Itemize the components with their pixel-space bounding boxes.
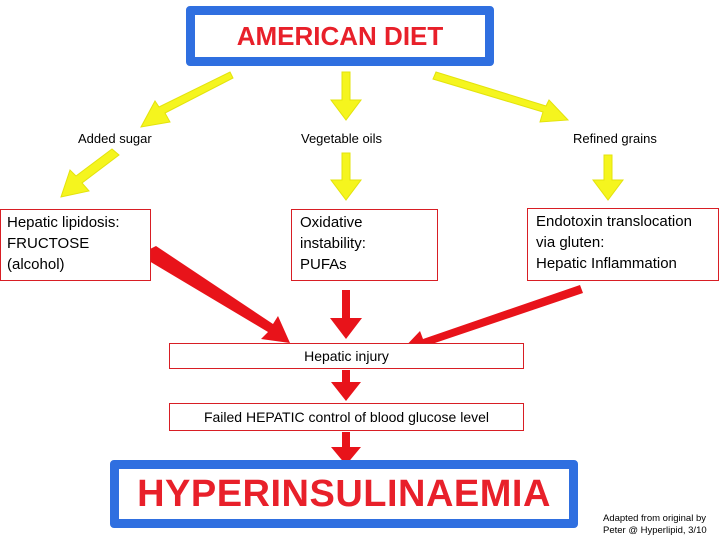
label-added-sugar: Added sugar: [78, 131, 152, 146]
endotoxin-translocation-box: Endotoxin translocation via gluten: Hepa…: [527, 208, 719, 281]
failed-hepatic-control-box: Failed HEPATIC control of blood glucose …: [169, 403, 524, 431]
red-arrow-from-left: [144, 246, 290, 343]
credit-note: Adapted from original by Peter @ Hyperli…: [603, 513, 718, 537]
label-vegetable-oils: Vegetable oils: [301, 131, 382, 146]
yellow-arrow-mid-lower: [330, 152, 362, 201]
red-arrow-from-mid: [330, 290, 362, 339]
box-line: instability:: [300, 235, 366, 252]
red-arrow-to-failed: [331, 370, 361, 401]
hyperinsulinaemia-title: HYPERINSULINAEMIA: [137, 472, 551, 515]
credit-line: Peter @ Hyperlipid, 3/10: [603, 525, 707, 536]
box-line: via gluten:: [536, 234, 605, 251]
yellow-arrow-top-mid: [330, 71, 362, 121]
box-line: Oxidative: [300, 214, 363, 231]
yellow-arrow-right-lower: [592, 154, 624, 201]
box-line: FRUCTOSE: [7, 235, 90, 252]
hepatic-lipidosis-box: Hepatic lipidosis: FRUCTOSE (alcohol): [0, 209, 151, 281]
oxidative-instability-box: Oxidative instability: PUFAs: [291, 209, 438, 281]
red-arrow-from-right: [400, 285, 583, 355]
yellow-arrow-top-right: [432, 71, 570, 123]
box-line: Hepatic Inflammation: [536, 255, 677, 272]
red-arrow-to-hyper: [331, 432, 361, 465]
box-line: (alcohol): [7, 256, 65, 273]
yellow-arrow-left-lower: [60, 148, 120, 198]
hepatic-injury-text: Hepatic injury: [304, 347, 389, 364]
hyperinsulinaemia-box: HYPERINSULINAEMIA: [110, 460, 578, 528]
box-line: Hepatic lipidosis:: [7, 214, 120, 231]
credit-line: Adapted from original by: [603, 513, 706, 524]
yellow-arrow-top-left: [140, 71, 234, 128]
label-refined-grains: Refined grains: [573, 131, 657, 146]
box-line: PUFAs: [300, 256, 347, 273]
american-diet-title: AMERICAN DIET: [236, 20, 444, 51]
american-diet-box: AMERICAN DIET: [186, 6, 494, 66]
hepatic-injury-box: Hepatic injury: [169, 343, 524, 369]
box-line: Endotoxin translocation: [536, 213, 692, 230]
failed-hepatic-control-text: Failed HEPATIC control of blood glucose …: [203, 408, 490, 425]
